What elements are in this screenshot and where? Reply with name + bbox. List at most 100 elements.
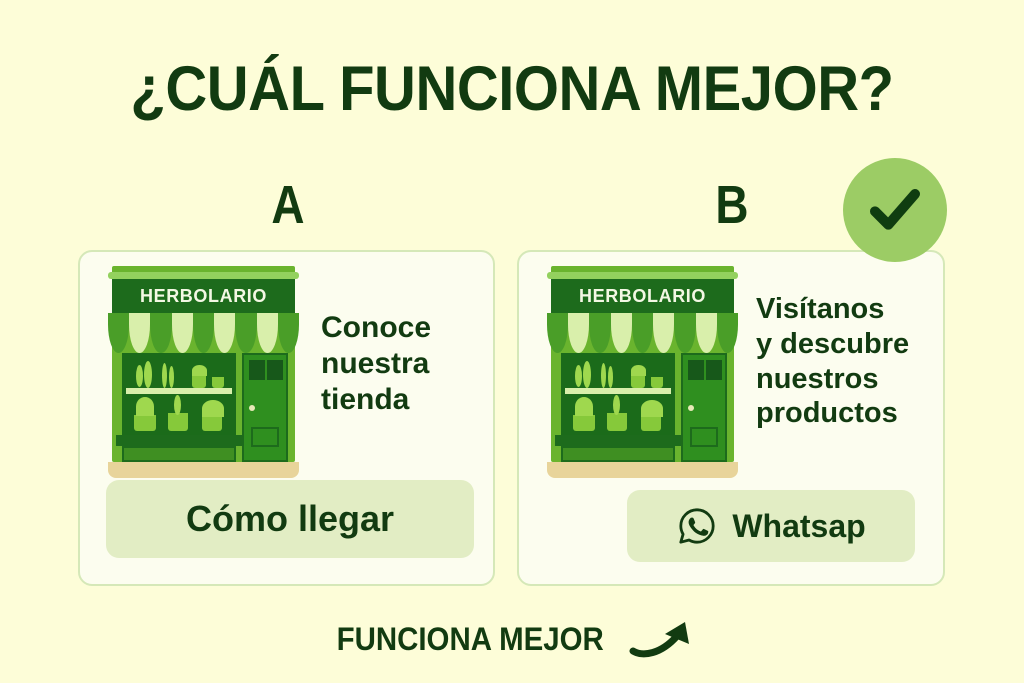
option-card-b[interactable]: HERBOLARIO	[517, 250, 945, 586]
plant-leaf	[136, 397, 154, 416]
plant-pot	[651, 377, 663, 388]
awning-stripe	[150, 313, 172, 353]
plant-pot	[212, 377, 224, 388]
cta-label: Whatsap	[732, 507, 866, 544]
plant-leaf	[169, 366, 174, 388]
shop-door	[681, 353, 727, 462]
awning-stripe	[192, 313, 215, 353]
awning-stripe	[256, 313, 278, 353]
shop-sign-cap	[108, 272, 299, 279]
door-knob	[688, 405, 694, 411]
awning-stripe	[695, 313, 717, 353]
door-panel	[251, 427, 279, 447]
awning-stripe	[129, 313, 151, 353]
door-panel	[690, 427, 718, 447]
cta-button-whatsapp[interactable]: Whatsap	[627, 490, 915, 562]
page-title: ¿CUÁL FUNCIONA MEJOR?	[130, 54, 894, 124]
plant-pot	[168, 413, 188, 431]
plant-leaf	[192, 365, 207, 376]
plant-leaf	[608, 366, 613, 388]
awning-stripe	[214, 313, 236, 353]
plant-pot	[134, 415, 156, 431]
awning-stripe	[171, 313, 193, 353]
shop-awning	[547, 313, 738, 353]
message-line: productos	[756, 397, 898, 430]
option-letter-b: B	[715, 175, 749, 235]
awning-stripe	[547, 313, 569, 353]
shop-ground	[108, 462, 299, 478]
option-card-a[interactable]: HERBOLARIO	[78, 250, 495, 586]
cta-button-como-llegar[interactable]: Cómo llegar	[106, 480, 474, 558]
awning-stripe	[235, 313, 257, 353]
plant-leaf	[162, 363, 167, 388]
door-pane	[706, 360, 722, 380]
plant-leaf	[575, 397, 593, 416]
shop-sign-cap	[547, 272, 738, 279]
window-shelf	[126, 388, 232, 394]
awning-stripe	[610, 313, 632, 353]
message-line: tienda	[321, 383, 410, 416]
plant-leaf	[631, 365, 646, 376]
option-letter-a: A	[271, 175, 305, 235]
message-line: Conoce	[321, 311, 432, 344]
door-knob	[249, 405, 255, 411]
plant-pot	[202, 416, 222, 431]
message-line: nuestros	[756, 362, 879, 395]
message-line: nuestra	[321, 347, 430, 380]
awning-stripe	[568, 313, 590, 353]
message-line: y descubre	[756, 327, 910, 360]
shop-window	[122, 353, 236, 435]
check-icon	[870, 189, 920, 230]
plant-leaf	[174, 395, 181, 415]
door-pane	[267, 360, 283, 380]
plant-pot	[641, 416, 661, 431]
shop-sign-board: HERBOLARIO	[112, 279, 295, 313]
window-sill	[116, 435, 242, 446]
door-pane	[688, 360, 704, 380]
plant-leaf	[641, 400, 663, 417]
plant-pot	[573, 415, 595, 431]
shop-ground	[547, 462, 738, 478]
footer-caption: FUNCIONA MEJOR	[0, 618, 1024, 660]
footer-text: FUNCIONA MEJOR	[336, 620, 604, 657]
shop-sign-text: HERBOLARIO	[579, 285, 706, 306]
plant-leaf	[601, 363, 606, 388]
shop-lower-panel	[122, 446, 236, 462]
door-pane	[249, 360, 265, 380]
shop-door	[242, 353, 288, 462]
awning-stripe	[277, 313, 299, 353]
window-shelf	[565, 388, 671, 394]
shop-window	[561, 353, 675, 435]
shop-sign-text: HERBOLARIO	[140, 285, 267, 306]
plant-leaf	[613, 395, 620, 415]
awning-stripe	[631, 313, 654, 353]
shop-lower-panel	[561, 446, 675, 462]
whatsapp-icon	[679, 508, 715, 544]
plant-leaf	[575, 365, 582, 387]
winner-check-badge	[843, 158, 947, 262]
card-a-content-row: HERBOLARIO	[106, 266, 476, 478]
card-b-content-row: HERBOLARIO	[545, 266, 931, 478]
plant-pot	[192, 376, 206, 388]
awning-stripe	[716, 313, 738, 353]
shop-sign-board: HERBOLARIO	[551, 279, 734, 313]
plant-pot	[607, 413, 627, 431]
card-b-message: Visítanos y descubre nuestros productos	[740, 266, 931, 431]
plant-leaf	[202, 400, 224, 417]
window-sill	[555, 435, 681, 446]
shop-awning	[108, 313, 299, 353]
awning-stripe	[589, 313, 611, 353]
curved-arrow-up-right-icon	[629, 622, 690, 658]
awning-stripe	[108, 313, 130, 353]
message-line: Visítanos	[756, 293, 885, 325]
awning-stripe	[674, 313, 696, 353]
storefront-illustration-b: HERBOLARIO	[545, 266, 740, 478]
plant-leaf	[583, 361, 591, 388]
storefront-illustration-a: HERBOLARIO	[106, 266, 301, 478]
plant-leaf	[136, 365, 143, 387]
awning-stripe	[653, 313, 675, 353]
plant-leaf	[144, 361, 152, 388]
plant-pot	[631, 376, 645, 388]
card-a-message: Conoce nuestra tienda	[301, 266, 476, 418]
